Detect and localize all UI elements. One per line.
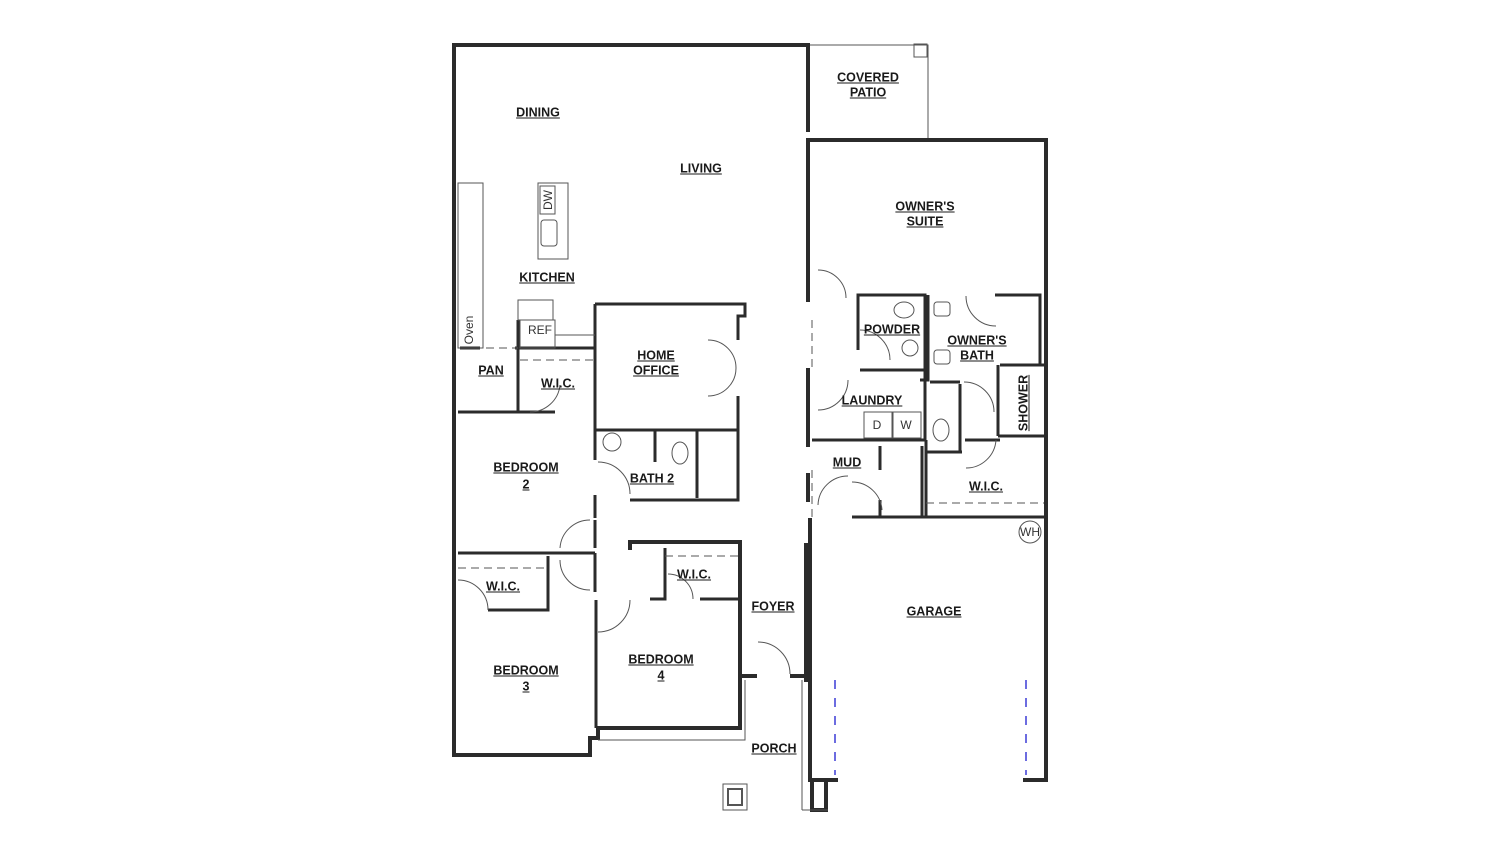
room-label-wic-bedroom3: W.I.C. [485,579,521,594]
room-label-mud: MUD [832,455,862,470]
dishwasher-label: DW [541,190,555,210]
thin-lines [457,43,1044,811]
room-label-owners-bath-1: OWNER'S [947,333,1007,348]
room-label-covered-patio-2: PATIO [849,85,887,100]
room-label-bedroom2-1: BEDROOM [493,460,559,475]
room-label-bedroom2-2: 2 [522,477,530,492]
room-label-wic-bedroom4: W.I.C. [676,567,712,582]
refrigerator-label: REF [528,323,552,337]
room-label-owners-suite-1: OWNER'S [895,199,955,214]
room-label-owners-suite-2: SUITE [906,214,944,229]
room-label-bedroom4-2: 4 [657,668,665,683]
room-label-porch: PORCH [751,741,797,756]
room-label-wic-owner: W.I.C. [968,479,1004,494]
room-label-home-office-1: HOME [637,348,675,363]
room-label-foyer: FOYER [751,599,795,614]
room-label-powder: POWDER [863,322,921,337]
washer-label: W [900,418,912,432]
room-label-owners-bath-2: BATH [960,348,994,363]
garage-door-lines [834,680,1027,775]
room-label-bedroom3-2: 3 [522,679,530,694]
room-label-covered-patio-1: COVERED [837,70,899,85]
room-label-garage: GARAGE [906,604,962,619]
room-label-bedroom3-1: BEDROOM [493,663,559,678]
water-heater-label: WH [1020,525,1040,539]
room-label-wic-bedroom2: W.I.C. [540,376,576,391]
room-label-dining: DINING [516,105,560,120]
room-label-bath2: BATH 2 [629,471,675,486]
exterior-walls [452,43,1048,812]
room-label-shower: SHOWER [1016,374,1031,432]
room-label-pantry: PAN [478,363,504,378]
oven-label: Oven [462,315,476,345]
room-label-laundry: LAUNDRY [841,393,903,408]
dryer-label: D [872,418,882,432]
room-label-bedroom4-1: BEDROOM [628,652,694,667]
room-label-kitchen: KITCHEN [519,270,575,285]
room-label-home-office-2: OFFICE [633,363,679,378]
room-label-living: LIVING [680,161,722,176]
interior-walls [458,293,1046,728]
